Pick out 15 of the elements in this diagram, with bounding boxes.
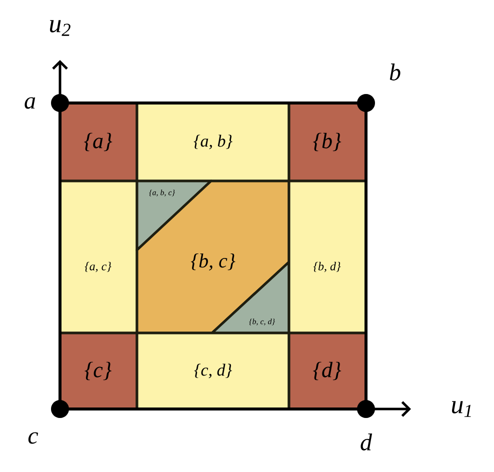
set-region: {a} bbox=[58, 102, 138, 182]
set-region: {b, d} bbox=[288, 180, 368, 334]
point-label: u$_{1}$ bbox=[452, 401, 471, 417]
set-region: {a, c} bbox=[58, 180, 138, 334]
point-label: c bbox=[28, 432, 38, 444]
point-label: d bbox=[360, 434, 372, 450]
point-label: a bbox=[24, 97, 36, 109]
set-region: {c} bbox=[58, 332, 138, 410]
set-region: {b} bbox=[288, 102, 368, 182]
set-region: {c, d} bbox=[136, 332, 290, 410]
point-label: u$_{2}$ bbox=[50, 20, 70, 36]
set-region: {a, b} bbox=[136, 102, 290, 182]
set-region: {a, b, c} bbox=[136, 180, 212, 252]
point-label: b bbox=[390, 64, 400, 80]
set-region: {d} bbox=[288, 332, 368, 410]
